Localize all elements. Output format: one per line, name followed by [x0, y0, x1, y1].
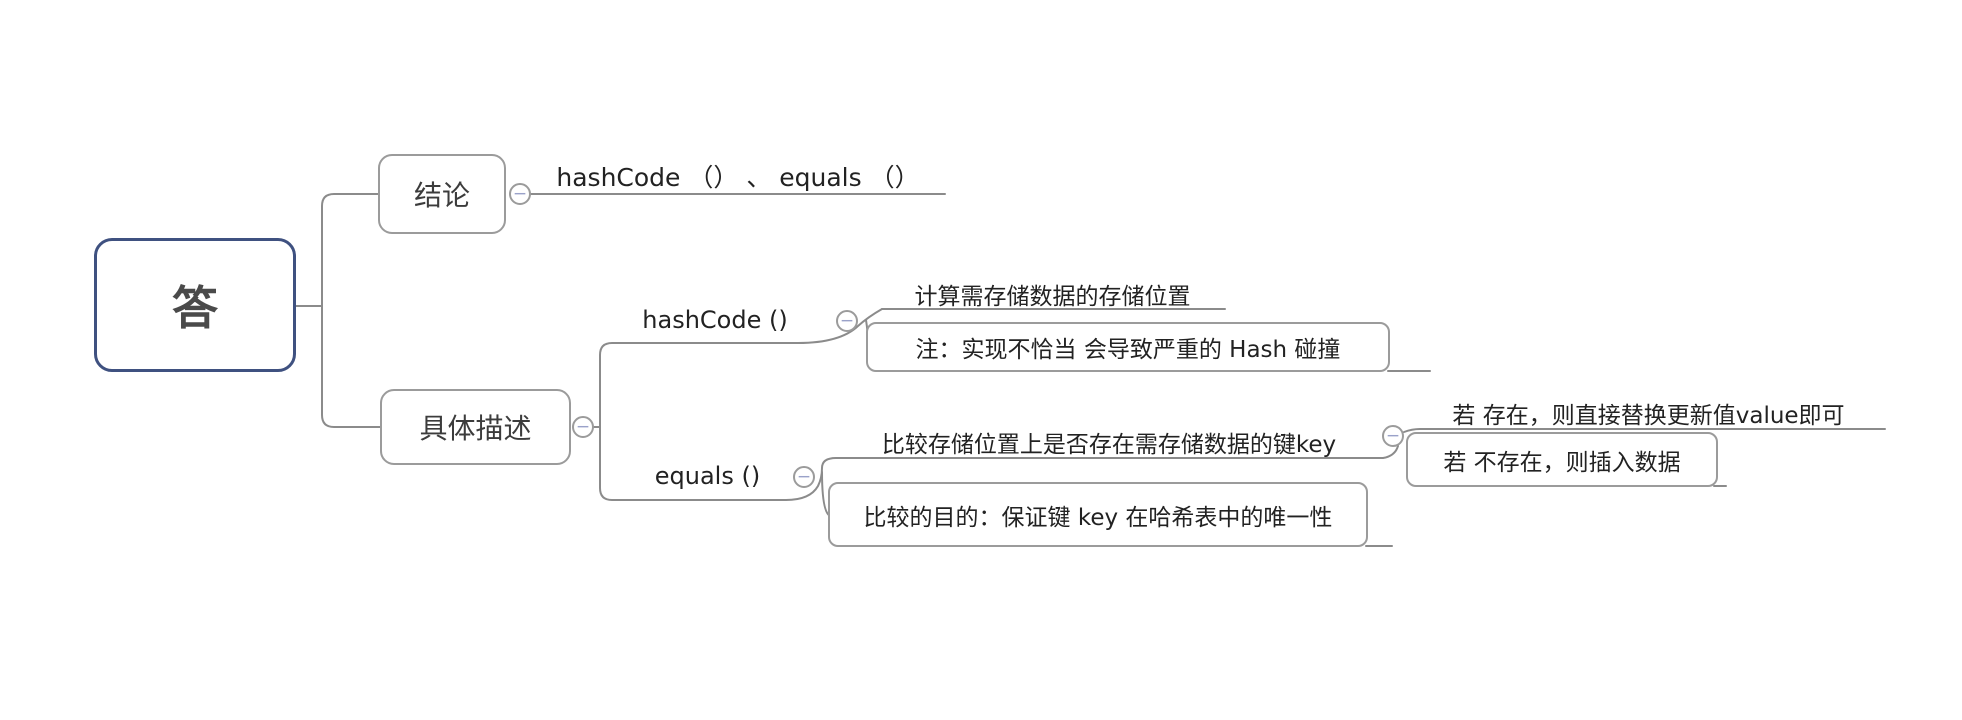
topic-hashcode-position[interactable]: 计算需存储数据的存储位置 — [914, 284, 1191, 310]
topic-detail-label: 具体描述 — [419, 412, 532, 445]
collapse-button-equals[interactable]: − — [793, 466, 815, 488]
topic-hashcode[interactable]: hashCode () — [642, 306, 788, 334]
topic-conclusion[interactable]: 结论 — [378, 154, 506, 234]
minus-icon: − — [839, 310, 855, 331]
minus-icon: − — [575, 416, 591, 437]
root-topic-label: 答 — [172, 281, 218, 335]
collapse-button-detail[interactable]: − — [572, 416, 594, 438]
topic-equals[interactable]: equals () — [654, 462, 761, 490]
topic-detail[interactable]: 具体描述 — [380, 389, 571, 465]
topic-conclusion-child[interactable]: hashCode （） 、 equals （） — [556, 163, 920, 192]
topic-exists[interactable]: 若 存在，则直接替换更新值value即可 — [1452, 403, 1845, 429]
topic-conclusion-label: 结论 — [413, 179, 470, 212]
minus-icon: − — [1385, 425, 1401, 446]
topic-not-exists[interactable]: 若 不存在，则插入数据 — [1406, 432, 1718, 487]
collapse-button-conclusion[interactable]: − — [509, 183, 531, 205]
collapse-button-compare[interactable]: − — [1382, 425, 1404, 447]
minus-icon: − — [512, 183, 528, 204]
topic-compare-purpose[interactable]: 比较的目的：保证键 key 在哈希表中的唯一性 — [828, 482, 1368, 547]
minus-icon: − — [796, 466, 812, 487]
root-topic[interactable]: 答 — [94, 238, 296, 372]
topic-hashcode-note[interactable]: 注：实现不恰当 会导致严重的 Hash 碰撞 — [866, 322, 1390, 372]
collapse-button-hashcode[interactable]: − — [836, 310, 858, 332]
topic-equals-compare[interactable]: 比较存储位置上是否存在需存储数据的键key — [881, 432, 1337, 458]
